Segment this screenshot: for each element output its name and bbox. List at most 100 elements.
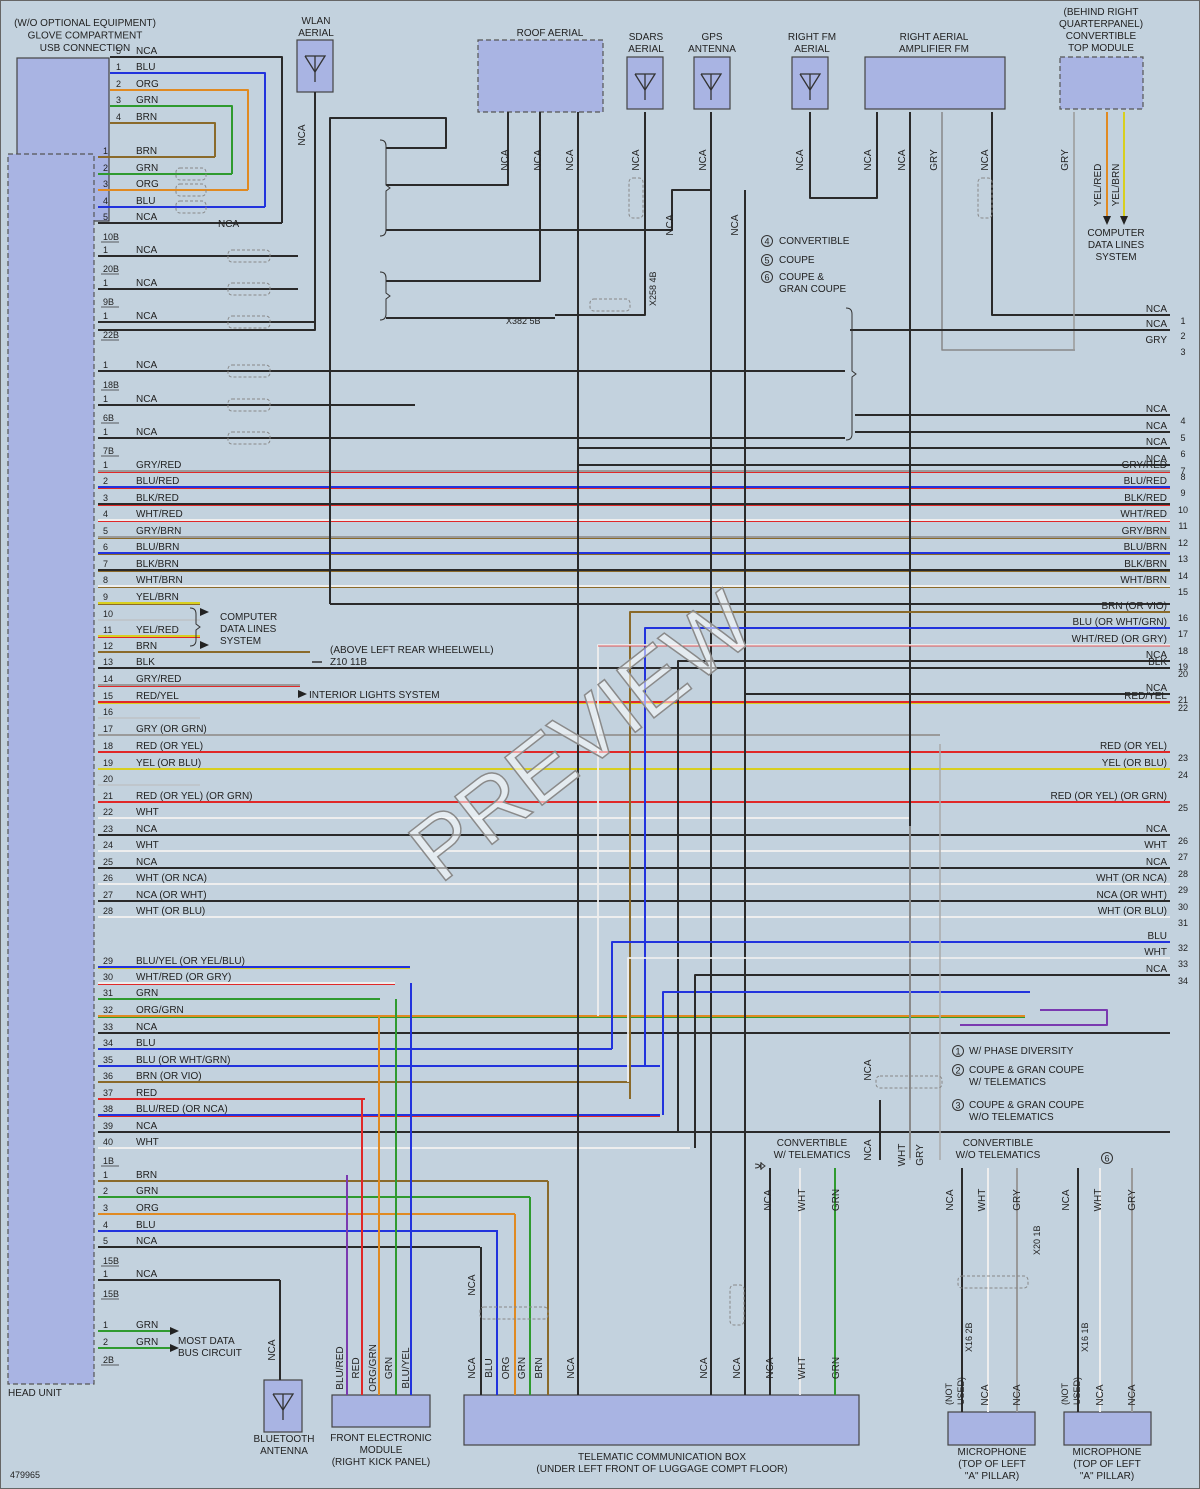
inline-connector	[175, 183, 207, 197]
connector-id: 22B	[103, 330, 119, 340]
connector-id: 15B	[103, 1256, 119, 1266]
wire	[386, 112, 541, 282]
wire-label: NCA	[795, 149, 806, 170]
wire-label: WHT/BRN	[136, 575, 183, 586]
bluetooth-antenna-label: ANTENNA	[260, 1446, 308, 1457]
wire-label: WHT	[136, 1137, 159, 1148]
computer-data-lines-label: COMPUTER	[1087, 228, 1144, 239]
pin-number: 2	[103, 1337, 108, 1347]
legend-mid-text: W/O TELEMATICS	[969, 1112, 1054, 1123]
pin-number: 37	[103, 1088, 113, 1098]
pin-number: 9	[103, 592, 108, 602]
pin-number: 10	[103, 609, 113, 619]
legend-marker	[952, 1099, 964, 1111]
not-used-note: (NOT	[1060, 1383, 1070, 1405]
pin-number: 1	[116, 62, 121, 72]
wire-label: NCA	[566, 1357, 577, 1378]
wire-label: RED (OR YEL) (OR GRN)	[1051, 791, 1168, 802]
microphone-1-box	[947, 1411, 1036, 1446]
microphone-1-label: "A" PILLAR)	[965, 1471, 1019, 1482]
pin-number: 13	[103, 657, 113, 667]
wire-label: GRN	[136, 1186, 158, 1197]
arrow-icon	[170, 1327, 179, 1335]
pin-number: 31	[103, 988, 113, 998]
wire-label: WHT	[1093, 1189, 1104, 1212]
computer-data-lines-label: SYSTEM	[1095, 252, 1136, 263]
not-used-note: USED)	[1072, 1377, 1082, 1405]
wire	[809, 112, 878, 199]
wire-label: NCA	[136, 857, 157, 868]
wire-label: NCA	[136, 824, 157, 835]
connector-id: 2B	[103, 1355, 114, 1365]
front-electronic-module-label: MODULE	[360, 1445, 403, 1456]
connector-id: X16 1B	[1080, 1322, 1090, 1352]
wire-label: NCA	[136, 278, 157, 289]
wire-label: NCA	[136, 46, 157, 57]
wire-label: BLU/RED	[1124, 476, 1167, 487]
wire-label: BRN (OR VIO)	[1101, 601, 1167, 612]
pin-number: 4	[103, 196, 108, 206]
legend-top-text: CONVERTIBLE	[779, 236, 850, 247]
note-convertible-telematics: W/ TELEMATICS	[774, 1150, 851, 1161]
wire-label: GRY	[1146, 335, 1168, 346]
wire-label: NCA	[136, 212, 157, 223]
wire-label: BRN (OR VIO)	[136, 1071, 202, 1082]
legend-marker	[761, 271, 773, 283]
wire	[110, 105, 233, 174]
terminal-number: 22	[1178, 703, 1188, 713]
wire-label: BLU (OR WHT/GRN)	[1073, 617, 1167, 628]
wire-label: GRY/RED	[136, 674, 181, 685]
wire-label: BLU (OR WHT/GRN)	[136, 1055, 230, 1066]
telematic-box-label: TELEMATIC COMMUNICATION BOX	[578, 1452, 746, 1463]
wire-label: RED (OR YEL) (OR GRN)	[136, 791, 253, 802]
wire	[329, 117, 447, 604]
wire-label: NCA	[945, 1189, 956, 1210]
wire-label: BLU	[484, 1358, 495, 1377]
inline-connector	[957, 1275, 1029, 1289]
bluetooth-antenna-label: BLUETOOTH	[254, 1434, 315, 1445]
terminal-number: 21	[1178, 695, 1188, 705]
wire-label: GRN	[831, 1189, 842, 1211]
computer-data-lines-label: DATA LINES	[1088, 240, 1145, 251]
wire-label: GRN	[136, 988, 158, 999]
pin-number: 12	[103, 641, 113, 651]
wire-label: BLU/RED (OR NCA)	[136, 1104, 228, 1115]
pin-number: 8	[103, 575, 108, 585]
pin-number: 1	[103, 427, 108, 437]
terminal-number: 11	[1178, 521, 1187, 531]
wire-label: GRN	[136, 1320, 158, 1331]
front-electronic-module-box	[331, 1394, 431, 1428]
terminal-number: 9	[1180, 488, 1185, 498]
legend-marker	[761, 254, 773, 266]
wire-label: WHT/RED	[136, 509, 183, 520]
legend-marker: 4	[764, 237, 769, 247]
wire-label: WHT/RED (OR GRY)	[136, 972, 231, 983]
arrow-icon	[170, 1344, 179, 1352]
microphone-2-label: "A" PILLAR)	[1080, 1471, 1134, 1482]
most-bus-label: BUS CIRCUIT	[178, 1348, 242, 1359]
wire-label: YEL/RED	[1093, 164, 1104, 207]
wire	[110, 89, 249, 190]
pin-number: 1	[103, 245, 108, 255]
wire-label: BLU/YEL (OR YEL/BLU)	[136, 956, 245, 967]
wire-label: WHT	[797, 1357, 808, 1380]
bracket	[845, 307, 857, 441]
wire-label: BLK/BRN	[136, 559, 179, 570]
convertible-top-module-label: (BEHIND RIGHT	[1064, 7, 1139, 18]
legend-mid-text: W/ TELEMATICS	[969, 1077, 1046, 1088]
wire	[991, 112, 1170, 316]
connector-id: 6B	[103, 413, 114, 423]
wire-label: NCA	[1127, 1384, 1138, 1405]
terminal-number: 20	[1178, 669, 1188, 679]
pin-number: 1	[103, 146, 108, 156]
arrow-icon	[298, 690, 307, 698]
terminal-number: 6	[1180, 449, 1185, 459]
pin-number: 16	[103, 707, 113, 717]
wire-label: WHT (OR BLU)	[1098, 906, 1167, 917]
connector-id: X258 4B	[648, 271, 658, 306]
pin-number: 2	[103, 163, 108, 173]
pin-number: 20	[103, 774, 113, 784]
wire-label: GRY/RED	[136, 460, 181, 471]
wire-label: GRY	[1127, 1189, 1138, 1211]
wire-label: GRY/BRN	[136, 526, 181, 537]
